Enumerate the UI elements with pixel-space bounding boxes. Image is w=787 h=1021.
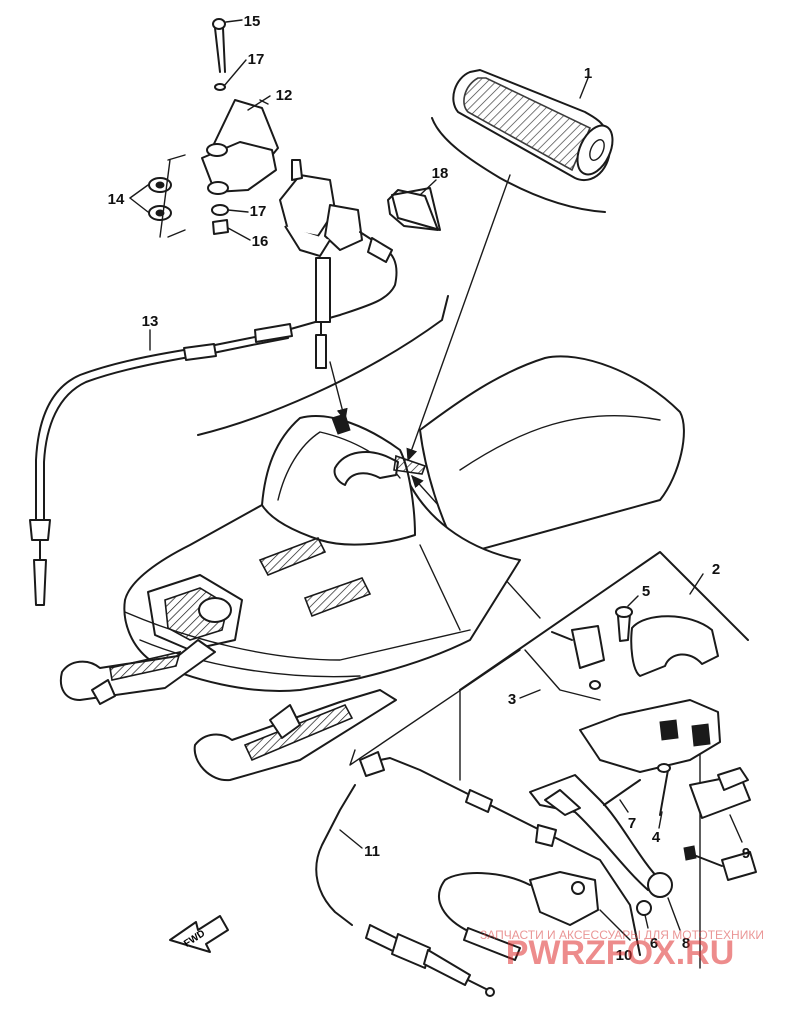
brake-lever-group [315,551,757,997]
callout-leaders [129,19,743,941]
callout-18: 18 [432,165,449,182]
callout-16: 16 [252,233,269,250]
callout-5: 5 [642,583,650,600]
watermark-line2: PWRZFOX.RU [506,934,735,972]
throttle-housing [148,18,398,369]
callout-1: 1 [584,65,592,82]
skis [60,639,397,782]
clip-bracket [387,187,441,231]
callout-8: 8 [682,935,690,952]
callout-15: 15 [244,13,261,30]
callout-14: 14 [108,191,125,208]
callout-2: 2 [712,561,720,578]
callout-6: 6 [650,935,658,952]
callout-7: 7 [628,815,636,832]
callout-17: 17 [248,51,265,68]
forward-direction-indicator: FWD [169,915,229,953]
handlebar-grip [431,69,614,213]
throttle-cable [29,323,293,606]
callout-11: 11 [364,843,380,860]
callout-12: 12 [276,87,293,104]
callout-17: 17 [250,203,267,220]
watermark-line1: ЗАПЧАСТИ И АКСЕССУАРЫ ДЛЯ МОТОТЕХНИКИ [480,928,764,942]
watermark: ЗАПЧАСТИ И АКСЕССУАРЫ ДЛЯ МОТОТЕХНИКИ PW… [480,928,764,972]
callout-3: 3 [508,691,516,708]
callout-9: 9 [742,845,750,862]
snowmobile-body [123,355,685,692]
callout-4: 4 [652,829,661,846]
callout-13: 13 [142,313,159,330]
callout-10: 10 [616,947,633,964]
